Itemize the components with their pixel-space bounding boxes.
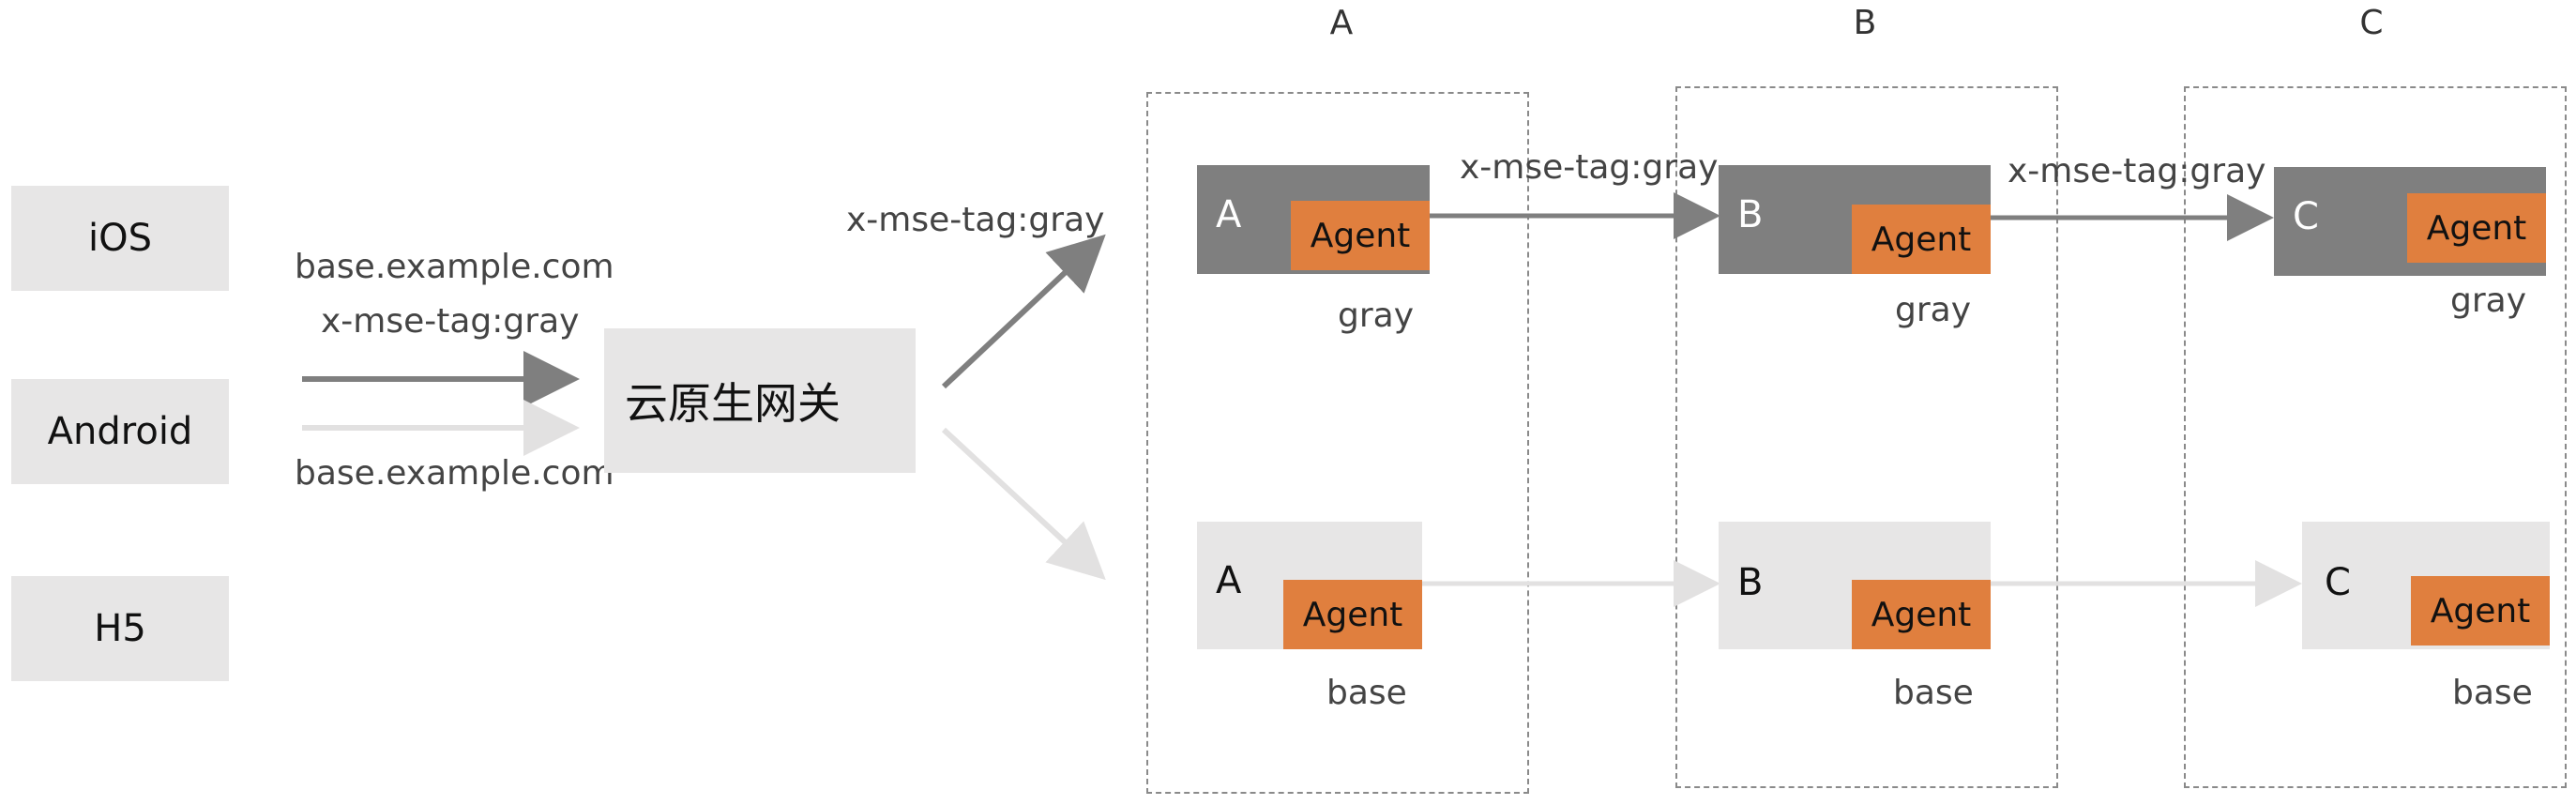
gray-label-c: gray xyxy=(2450,281,2527,320)
base-service-a: A Agent xyxy=(1197,522,1422,649)
gateway-gray-arrow xyxy=(941,234,1106,389)
gray-host-label: base.example.com xyxy=(295,248,614,286)
column-frame-b xyxy=(1675,86,2058,788)
client-android: Android xyxy=(11,379,229,484)
agent-badge: Agent xyxy=(2411,576,2550,646)
service-letter: B xyxy=(1737,193,1764,236)
agent-badge: Agent xyxy=(1852,580,1991,649)
service-letter: A xyxy=(1216,193,1242,236)
service-letter: B xyxy=(1737,561,1764,604)
cloud-native-gateway: 云原生网关 xyxy=(604,328,916,473)
service-letter: A xyxy=(1216,559,1242,602)
column-header-c: C xyxy=(2359,4,2384,42)
gray-tag-label: x-mse-tag:gray xyxy=(321,302,580,341)
agent-badge: Agent xyxy=(1283,580,1422,649)
client-h5: H5 xyxy=(11,576,229,681)
column-frame-a xyxy=(1146,92,1529,794)
agent-badge: Agent xyxy=(1291,201,1430,270)
gray-service-c: C Agent xyxy=(2274,167,2546,276)
gray-label-a: gray xyxy=(1338,296,1415,335)
agent-badge: Agent xyxy=(2407,193,2546,263)
base-label-a: base xyxy=(1326,674,1407,712)
edge-tag-a-b: x-mse-tag:gray xyxy=(1460,148,1719,187)
gray-service-a: A Agent xyxy=(1197,165,1430,274)
column-header-b: B xyxy=(1853,4,1877,42)
gateway-route-tag: x-mse-tag:gray xyxy=(846,201,1105,239)
column-frame-c xyxy=(2184,86,2567,788)
gateway-base-arrow xyxy=(941,427,1106,581)
column-header-a: A xyxy=(1329,4,1354,42)
edge-tag-b-c: x-mse-tag:gray xyxy=(2008,152,2266,190)
gray-label-b: gray xyxy=(1895,291,1972,329)
gray-service-b: B Agent xyxy=(1719,165,1991,274)
base-label-b: base xyxy=(1893,674,1974,712)
base-host-label: base.example.com xyxy=(295,454,614,493)
service-letter: C xyxy=(2325,561,2351,604)
agent-badge: Agent xyxy=(1852,205,1991,274)
base-service-b: B Agent xyxy=(1719,522,1991,649)
base-service-c: C Agent xyxy=(2302,522,2550,649)
service-letter: C xyxy=(2293,195,2319,238)
client-ios: iOS xyxy=(11,186,229,291)
base-label-c: base xyxy=(2452,674,2533,712)
